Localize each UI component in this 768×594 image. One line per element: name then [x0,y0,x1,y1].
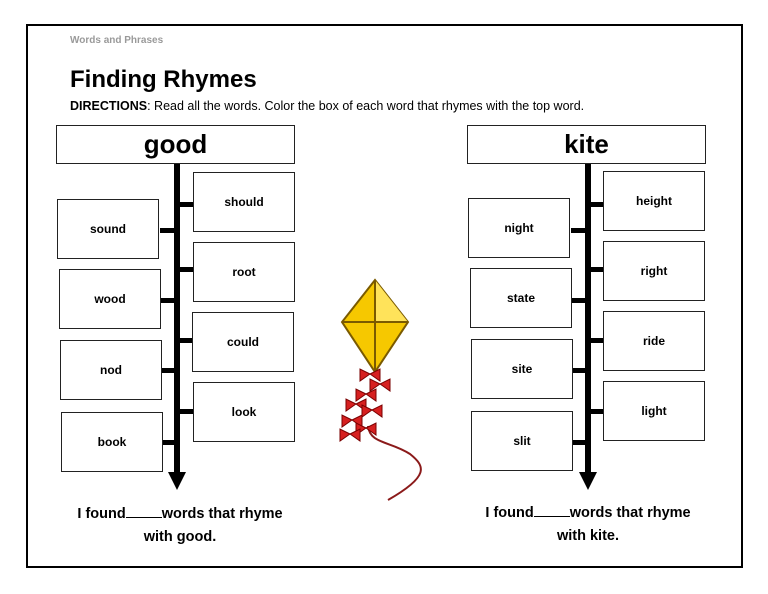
found-line2: with kite. [556,528,620,544]
word-box-light[interactable]: light [603,381,705,441]
word-box-right[interactable]: right [603,241,705,301]
connector [160,368,176,373]
kite-tail [339,368,391,442]
found-line2: with good. [143,529,217,545]
directions: DIRECTIONS: Read all the words. Color th… [70,99,584,113]
connector [176,409,193,414]
found-suffix: words that rhyme [569,505,691,521]
connector [571,440,587,445]
found-suffix: words that rhyme [161,506,283,522]
right-tree-arrow [579,472,597,490]
connector [160,228,176,233]
connector [160,298,176,303]
connector [571,228,587,233]
found-prefix: I found [485,505,534,521]
word-box-night[interactable]: night [468,198,570,258]
answer-blank-kite[interactable] [533,502,570,517]
connector [176,202,193,207]
left-found-sentence: I found words that rhyme with good. [60,503,300,549]
found-prefix: I found [77,506,126,522]
page-title: Finding Rhymes [70,66,257,93]
connector [571,298,587,303]
kite-string [367,425,422,501]
word-box-look[interactable]: look [193,382,295,442]
right-tree-stem [585,164,591,476]
word-box-height[interactable]: height [603,171,705,231]
word-box-state[interactable]: state [470,268,572,328]
kite-icon [339,278,422,501]
left-tree-stem [174,164,180,476]
top-word-good: good [56,125,295,164]
word-box-root[interactable]: root [193,242,295,302]
word-box-wood[interactable]: wood [59,269,161,329]
connector [160,440,176,445]
worksheet-frame [26,24,743,568]
word-box-site[interactable]: site [471,339,573,399]
word-box-sound[interactable]: sound [57,199,159,259]
connector [176,338,193,343]
connector [587,267,604,272]
connector [571,368,587,373]
word-box-book[interactable]: book [61,412,163,472]
answer-blank-good[interactable] [125,503,162,518]
directions-label: DIRECTIONS [70,99,148,113]
directions-text: : Read all the words. Color the box of e… [147,99,585,113]
left-tree-arrow [168,472,186,490]
section-label: Words and Phrases [70,35,164,46]
connector [176,267,193,272]
word-box-could[interactable]: could [192,312,294,372]
word-box-ride[interactable]: ride [603,311,705,371]
word-box-slit[interactable]: slit [471,411,573,471]
right-found-sentence: I found words that rhyme with kite. [468,502,708,548]
connector [587,338,604,343]
connector [587,409,604,414]
top-word-kite: kite [467,125,706,164]
word-box-nod[interactable]: nod [60,340,162,400]
connector [587,202,604,207]
kite-highlight [375,280,408,322]
word-box-should[interactable]: should [193,172,295,232]
